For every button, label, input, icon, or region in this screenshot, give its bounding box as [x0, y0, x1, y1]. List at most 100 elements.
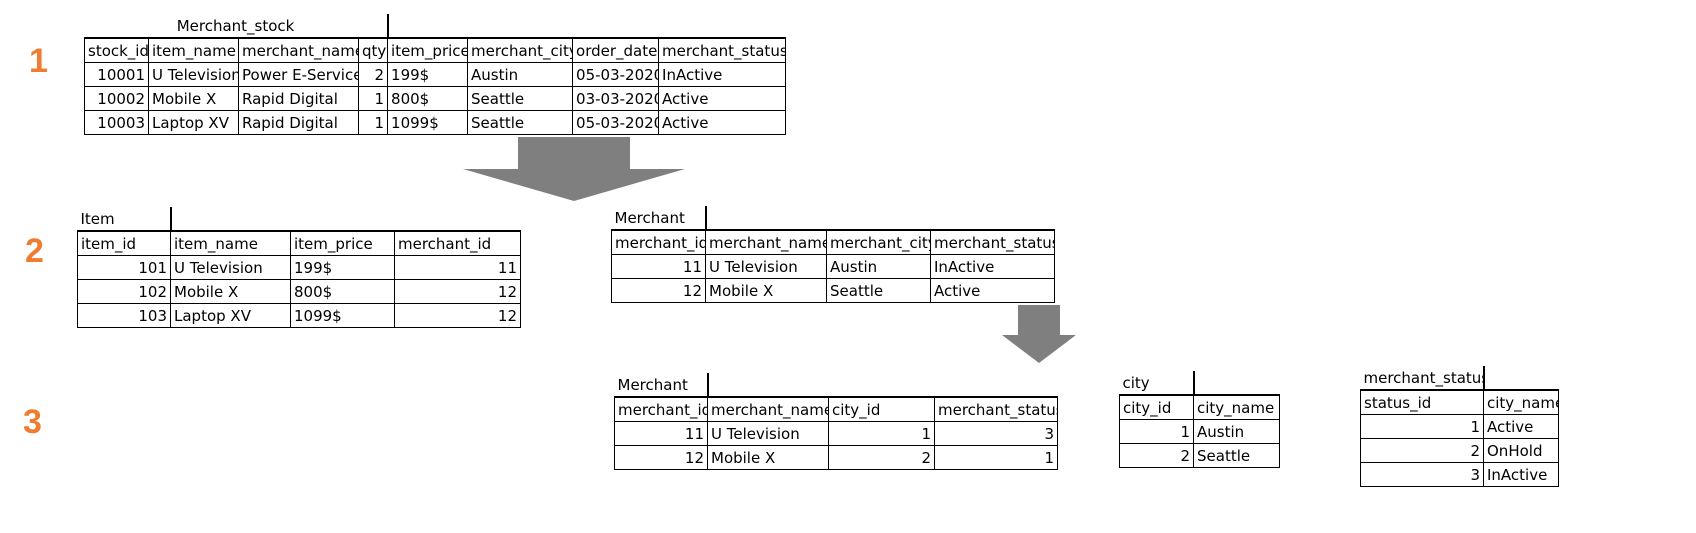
header-row: stock_id item_name merchant_name qty ite…	[84, 37, 787, 63]
column-header: merchant_id	[393, 230, 522, 256]
table-cell: 12	[614, 445, 708, 470]
title-filler	[387, 14, 786, 39]
table-cell: 10003	[84, 110, 149, 135]
table-row: 11 U Television 1 3	[614, 421, 1059, 446]
column-header: qty	[357, 37, 389, 63]
table-cell: 101	[77, 255, 171, 280]
table-cell: 103	[77, 303, 171, 328]
table-cell: 800$	[387, 86, 469, 111]
table-cell: Active	[929, 278, 1056, 303]
table-cell: 1	[933, 445, 1059, 470]
table-cell: 2	[1119, 443, 1194, 468]
column-header: city_id	[828, 396, 935, 422]
column-header: city_id	[1119, 394, 1194, 420]
table-row: 3 InActive	[1360, 462, 1559, 487]
table-cell: 3	[1360, 462, 1484, 487]
city-table: city city_id city_name 1 Austin 2 Seattl…	[1119, 371, 1280, 468]
table-cell: 1	[828, 421, 935, 446]
table-cell: Active	[658, 110, 787, 135]
table-cell: Mobile X	[707, 445, 829, 470]
table-row: 12 Mobile X 2 1	[614, 445, 1059, 470]
column-header: order_date	[572, 37, 660, 63]
item-table: Item item_id item_name item_price mercha…	[77, 207, 522, 328]
table-row: 10001 U Television Power E-Service 2 199…	[84, 62, 787, 87]
column-header: merchant_id	[614, 396, 708, 422]
table-cell: Austin	[1193, 419, 1280, 444]
table-cell: Austin	[826, 254, 931, 279]
table-cell: Rapid Digital	[238, 110, 359, 135]
table-cell: 10002	[84, 86, 149, 111]
table-cell: 800$	[290, 279, 395, 304]
table-cell: Mobile X	[705, 278, 827, 303]
title-filler	[170, 207, 521, 232]
column-header: item_price	[290, 230, 395, 256]
table-cell: 12	[611, 278, 706, 303]
table-cell: 1099$	[387, 110, 469, 135]
merchant-status-table: merchant_status status_id city_name 1 Ac…	[1360, 366, 1559, 487]
table-cell: 11	[614, 421, 708, 446]
table-row: 11 U Television Austin InActive	[611, 254, 1056, 279]
step-number-3: 3	[23, 403, 42, 441]
header-row: status_id city_name	[1360, 389, 1559, 415]
table-row: 103 Laptop XV 1099$ 12	[77, 303, 522, 328]
header-row: city_id city_name	[1119, 394, 1280, 420]
down-arrow-icon	[1002, 305, 1076, 363]
table-cell: Seattle	[826, 278, 931, 303]
table-cell: Power E-Service	[238, 62, 359, 87]
table-title: Item	[77, 207, 172, 232]
column-header: item_name	[148, 37, 239, 63]
table-cell: U Television	[170, 255, 291, 280]
column-header: merchant_status	[929, 229, 1056, 255]
table-row: 2 Seattle	[1119, 443, 1280, 468]
table-cell: 05-03-2020	[572, 62, 660, 87]
header-row: merchant_id merchant_name merchant_city …	[611, 229, 1056, 255]
column-header: merchant_status	[933, 396, 1059, 422]
table-cell: 2	[828, 445, 935, 470]
step-number-1: 1	[29, 42, 48, 80]
header-row: item_id item_name item_price merchant_id	[77, 230, 522, 256]
table-cell: InActive	[929, 254, 1056, 279]
title-filler	[1483, 366, 1559, 391]
table-cell: U Television	[707, 421, 829, 446]
table-title: city	[1119, 371, 1195, 396]
column-header: item_price	[387, 37, 469, 63]
table-cell: 05-03-2020	[572, 110, 660, 135]
table-row: 1 Austin	[1119, 419, 1280, 444]
table-cell: 1	[357, 110, 389, 135]
table-cell: Mobile X	[148, 86, 239, 111]
table-cell: 102	[77, 279, 171, 304]
column-header: item_name	[170, 230, 291, 256]
table-cell: 10001	[84, 62, 149, 87]
merchant-stock-table: Merchant_stock stock_id item_name mercha…	[84, 14, 787, 135]
column-header: merchant_status	[658, 37, 787, 63]
merchant-table-step-2: Merchant merchant_id merchant_name merch…	[611, 206, 1056, 303]
column-header: merchant_city	[826, 229, 931, 255]
table-cell: 11	[393, 255, 522, 280]
table-cell: Active	[1483, 414, 1559, 439]
table-cell: Laptop XV	[170, 303, 291, 328]
table-cell: 11	[611, 254, 706, 279]
table-cell: 1099$	[290, 303, 395, 328]
table-cell: InActive	[658, 62, 787, 87]
column-header: city_name	[1483, 389, 1559, 415]
table-cell: Seattle	[467, 110, 574, 135]
table-title: merchant_status	[1360, 366, 1485, 391]
merchant-table-step-3: Merchant merchant_id merchant_name city_…	[614, 373, 1059, 470]
header-row: merchant_id merchant_name city_id mercha…	[614, 396, 1059, 422]
table-cell: InActive	[1483, 462, 1559, 487]
step-number-2: 2	[25, 232, 44, 270]
table-cell: U Television	[705, 254, 827, 279]
column-header: status_id	[1360, 389, 1484, 415]
table-cell: Mobile X	[170, 279, 291, 304]
table-row: 101 U Television 199$ 11	[77, 255, 522, 280]
table-row: 1 Active	[1360, 414, 1559, 439]
table-cell: 199$	[387, 62, 469, 87]
table-cell: 2	[1360, 438, 1484, 463]
table-cell: 3	[933, 421, 1059, 446]
table-cell: 12	[393, 279, 522, 304]
table-cell: 2	[357, 62, 389, 87]
table-row: 102 Mobile X 800$ 12	[77, 279, 522, 304]
column-header: city_name	[1193, 394, 1280, 420]
table-row: 10003 Laptop XV Rapid Digital 1 1099$ Se…	[84, 110, 787, 135]
column-header: stock_id	[84, 37, 149, 63]
